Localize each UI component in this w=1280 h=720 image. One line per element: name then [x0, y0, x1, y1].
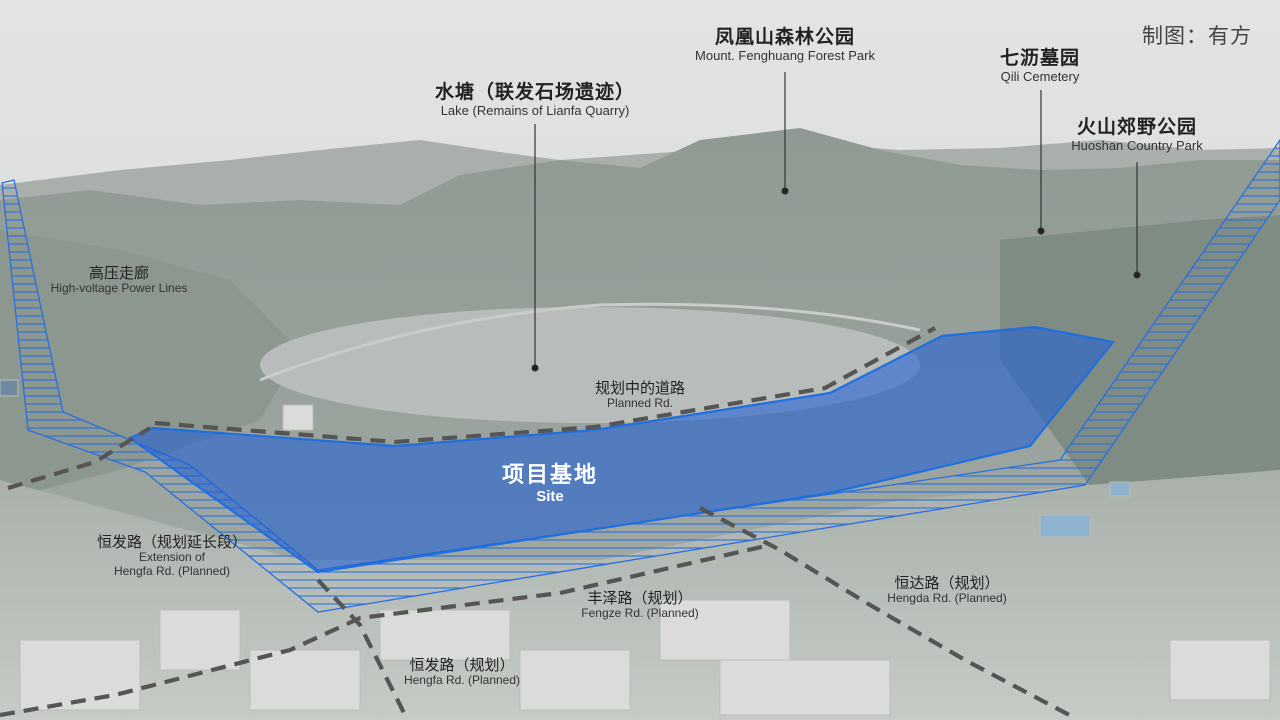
label-fengze-road: 丰泽路（规划） Fengze Rd. (Planned): [570, 589, 710, 621]
label-huoshan-en: Huoshan Country Park: [1071, 137, 1203, 153]
label-hengfa-en: Hengfa Rd. (Planned): [403, 673, 521, 688]
map-credit: 制图：有方: [1142, 24, 1252, 48]
label-power-lines: 高压走廊 High-voltage Power Lines: [40, 264, 198, 296]
label-hengfa-ext-en2: Hengfa Rd. (Planned): [113, 564, 231, 579]
planned-roads: [0, 326, 1076, 720]
label-lake-en: Lake (Remains of Lianfa Quarry): [440, 102, 630, 118]
road-hengfa-extension: [7, 426, 152, 491]
label-planned-road-en: Planned Rd.: [606, 396, 674, 411]
road-hengda: [699, 506, 1076, 720]
label-fenghuang-zh: 凤凰山森林公园: [714, 26, 855, 48]
label-qili-en: Qili Cemetery: [1000, 68, 1080, 84]
label-hengfa-ext-zh: 恒发路（规划延长段）: [96, 533, 247, 551]
road-hengfa: [0, 542, 771, 718]
label-fenghuang-forest-park: 凤凰山森林公园 Mount. Fenghuang Forest Park: [660, 26, 910, 64]
label-lake-zh: 水塘（联发石场遗迹）: [434, 81, 635, 103]
lake-water: [260, 307, 920, 423]
label-huoshan-country-park: 火山郊野公园 Huoshan Country Park: [1047, 116, 1227, 154]
site-boundary: [127, 325, 1115, 574]
leader-lines: [531, 72, 1141, 372]
label-qili-zh: 七沥墓园: [999, 47, 1080, 69]
label-planned-road-zh: 规划中的道路: [594, 379, 685, 397]
label-fengze-en: Fengze Rd. (Planned): [581, 606, 699, 621]
label-lake: 水塘（联发石场遗迹） Lake (Remains of Lianfa Quarr…: [405, 81, 665, 119]
label-site-zh: 项目基地: [501, 463, 598, 488]
power-corridor-hatch: [1, 138, 1280, 613]
label-qili-cemetery: 七沥墓园 Qili Cemetery: [980, 47, 1100, 85]
label-fengze-zh: 丰泽路（规划）: [587, 589, 693, 607]
label-planned-road: 规划中的道路 Planned Rd.: [580, 379, 700, 411]
quarry-rim: [259, 302, 921, 382]
label-power-lines-zh: 高压走廊: [88, 264, 149, 282]
label-huoshan-zh: 火山郊野公园: [1076, 116, 1197, 138]
label-hengfa-road: 恒发路（规划） Hengfa Rd. (Planned): [392, 656, 532, 688]
label-site: 项目基地 Site: [490, 463, 610, 506]
label-power-lines-en: High-voltage Power Lines: [50, 281, 188, 296]
label-hengfa-zh: 恒发路（规划）: [409, 656, 515, 674]
road-planned-north: [154, 326, 937, 445]
road-hengfa-south: [316, 578, 407, 716]
label-fenghuang-en: Mount. Fenghuang Forest Park: [695, 47, 875, 63]
label-hengfa-extension: 恒发路（规划延长段） Extension of Hengfa Rd. (Plan…: [82, 533, 262, 579]
label-hengda-en: Hengda Rd. (Planned): [887, 591, 1007, 606]
label-hengda-zh: 恒达路（规划）: [894, 574, 1000, 592]
label-site-en: Site: [536, 488, 564, 506]
label-hengda-road: 恒达路（规划） Hengda Rd. (Planned): [877, 574, 1017, 606]
buildings: [0, 379, 1271, 716]
label-hengfa-ext-en1: Extension of: [138, 550, 206, 565]
